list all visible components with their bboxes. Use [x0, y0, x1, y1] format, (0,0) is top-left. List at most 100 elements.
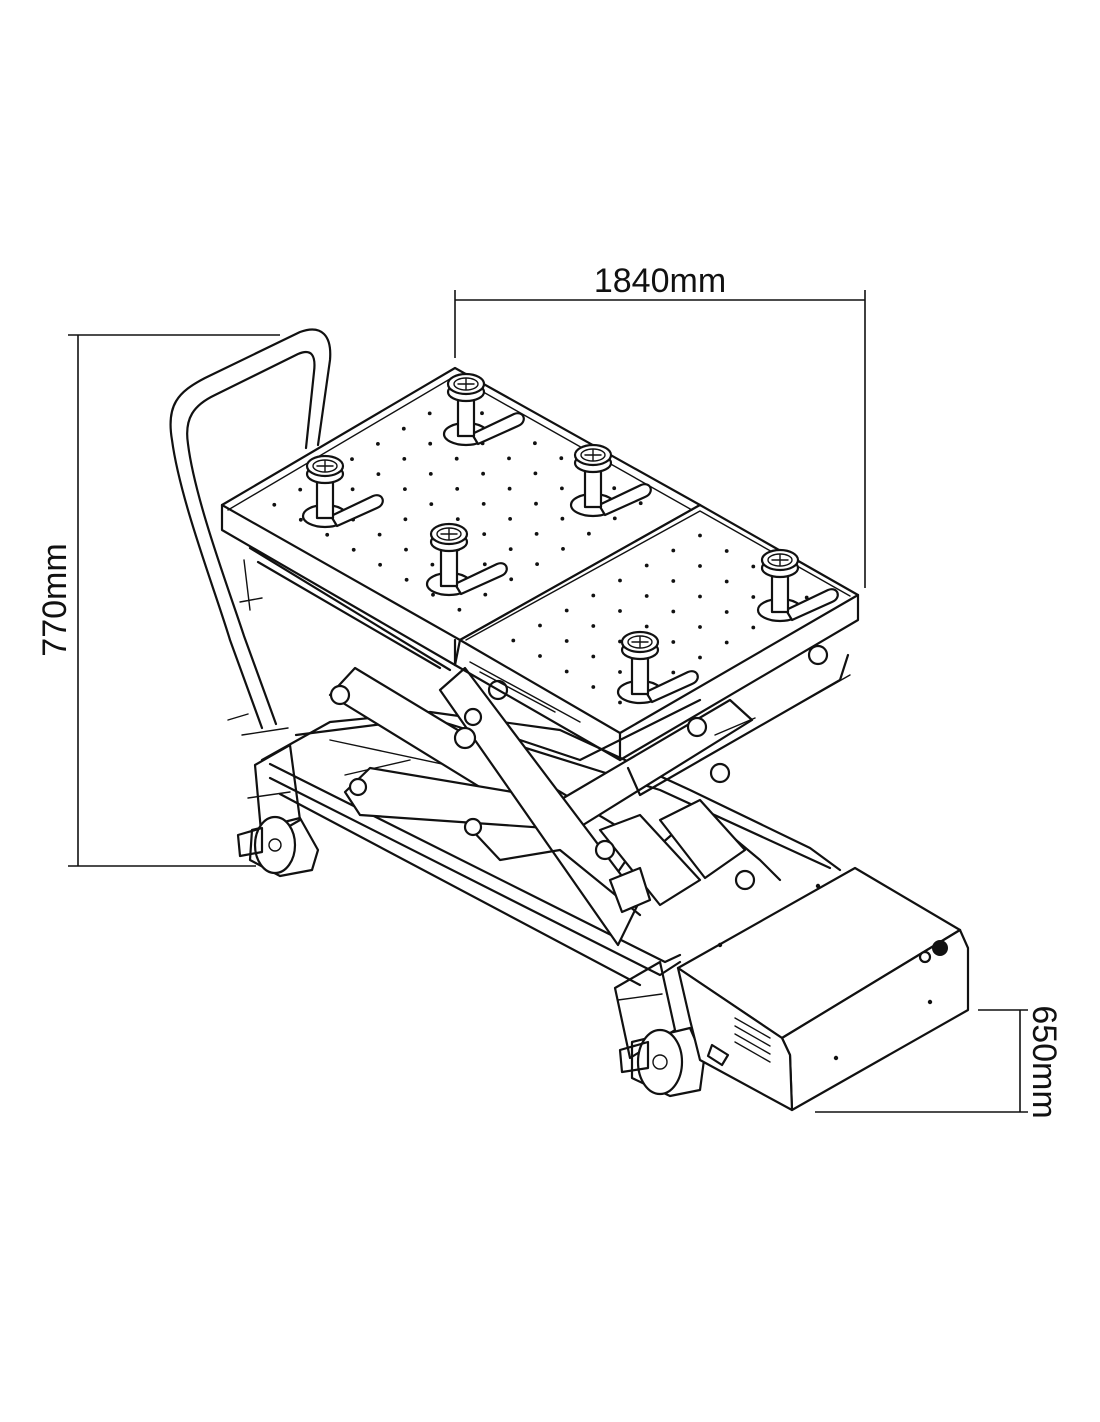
platform-hole [804, 595, 809, 600]
platform-hole [481, 471, 485, 476]
support-pad [756, 548, 839, 623]
platform-hole [533, 441, 537, 446]
base-frame [247, 710, 842, 1060]
platform-hole [402, 457, 407, 461]
platform-hole [638, 501, 643, 506]
platform-hole [564, 639, 569, 643]
emergency-stop-icon [932, 940, 948, 956]
platform-hole [507, 456, 511, 461]
platform-hole [508, 517, 512, 521]
platform-hole [428, 441, 433, 446]
platform-hole [559, 456, 564, 461]
platform-hole [671, 548, 676, 553]
platform-hole [564, 608, 569, 613]
platform-hole [538, 654, 542, 658]
platform-hole [671, 579, 676, 583]
platform-hole [431, 592, 435, 597]
platform-hole [671, 670, 676, 675]
platform-hole [564, 669, 569, 674]
platform-hole [698, 564, 702, 568]
dimension-min-height: 650mm [815, 1005, 1063, 1119]
platform-hole [454, 456, 459, 461]
platform-hole [480, 411, 484, 416]
platform-hole [351, 547, 356, 552]
platform-hole [509, 577, 514, 582]
platform-hole [430, 562, 435, 567]
platform-hole [724, 610, 729, 614]
support-pad [569, 443, 652, 518]
platform-hole [482, 532, 487, 536]
platform-hole [644, 563, 649, 568]
platform-hole [591, 593, 596, 598]
platform-hole [298, 517, 303, 522]
platform-hole [427, 411, 432, 416]
platform-hole [698, 655, 702, 660]
platform-hole [507, 486, 512, 491]
support-pads [301, 372, 839, 705]
support-pad [425, 522, 508, 597]
platform-hole [428, 472, 433, 476]
platform-hole [618, 578, 622, 583]
platform-hole [644, 624, 649, 629]
platform-hole [350, 457, 354, 461]
platform-hole [698, 533, 702, 538]
support-pad [616, 630, 699, 705]
platform-hole [751, 595, 756, 599]
platform-hole [561, 547, 565, 551]
platform-hole [508, 547, 513, 551]
platform-hole [560, 486, 564, 491]
platform-hole [612, 486, 617, 491]
power-unit [676, 866, 970, 1112]
platform-hole [482, 562, 487, 567]
platform-hole [298, 487, 303, 492]
platform-hole [698, 594, 702, 599]
platform-hole [403, 517, 408, 522]
platform-hole [535, 562, 539, 566]
platform-hole [587, 531, 591, 536]
dimension-length-label: 1840mm [594, 262, 726, 300]
platform-hole [591, 654, 596, 659]
platform-hole [724, 549, 729, 553]
power-button-icon [918, 950, 932, 964]
platform-hole [751, 564, 756, 569]
platform-hole [404, 577, 409, 582]
platform-hole [612, 516, 617, 521]
platform-hole [376, 472, 381, 476]
platform-hole [618, 700, 622, 705]
platform-hole [538, 623, 542, 628]
rear-caster [236, 815, 320, 878]
platform-hole [671, 640, 676, 644]
support-pad [301, 454, 384, 529]
dimension-max-height: 770mm [36, 334, 280, 867]
platform-hole [644, 594, 649, 598]
platform-hole [534, 532, 539, 536]
platform-hole [429, 502, 434, 506]
platform-hole [591, 685, 596, 689]
dimension-min-height-label: 650mm [1025, 1005, 1063, 1118]
dimension-length: 1840mm [454, 262, 866, 588]
platform-hole [591, 624, 596, 628]
platform-top [220, 366, 860, 797]
platform-hole [401, 426, 406, 431]
platform-hole [377, 532, 382, 537]
scissor-arms [328, 644, 829, 947]
platform-hole [534, 501, 538, 506]
platform-hole [378, 562, 382, 567]
push-handle [169, 328, 332, 736]
platform-hole [511, 638, 516, 643]
platform-hole [560, 516, 565, 521]
dimension-max-height-label: 770mm [36, 543, 74, 656]
platform-hole [483, 592, 488, 597]
platform-hole [618, 609, 622, 613]
platform-hole [404, 547, 408, 552]
platform-hole [455, 517, 460, 521]
platform-hole [671, 609, 676, 614]
platform-hole [751, 625, 756, 630]
front-caster [618, 1026, 706, 1098]
platform-hole [455, 487, 460, 491]
platform-hole [325, 532, 330, 537]
platform-hole [618, 670, 622, 674]
platform-hole [350, 487, 355, 492]
platform-hole [376, 442, 380, 446]
support-pad [442, 372, 525, 447]
